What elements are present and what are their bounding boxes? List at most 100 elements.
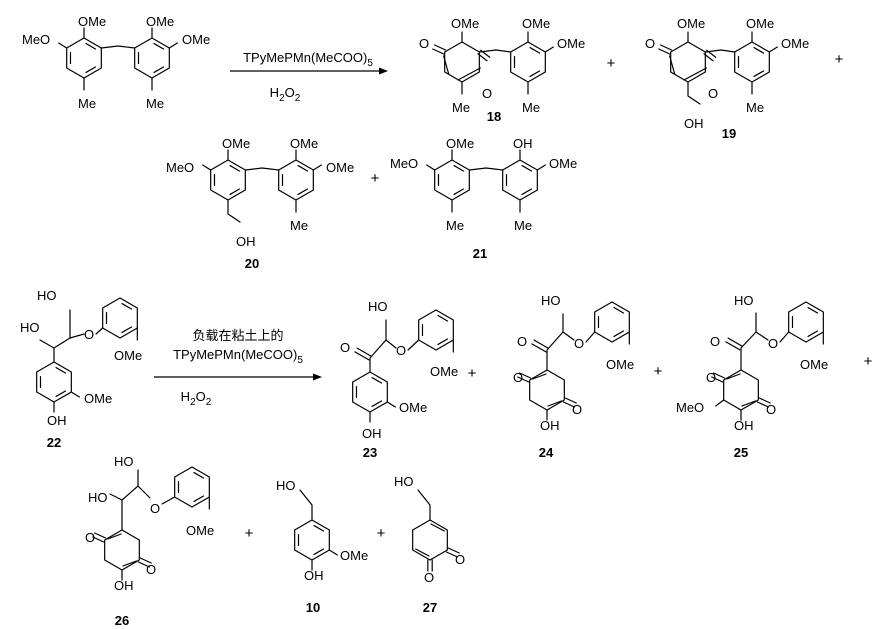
bond [444,41,480,83]
bond [229,164,241,172]
plus-signs: ++++++++ [245,51,873,542]
bond [758,397,771,404]
bond [210,159,246,201]
bond [531,343,547,353]
methyl-label: Me [146,96,164,111]
bond [518,372,532,379]
compound-number: 27 [423,600,437,615]
bond [121,302,133,310]
bond [753,70,765,78]
bond [85,42,97,50]
oxygen-label: O [513,370,523,385]
methoxy-label: OMe [290,136,318,151]
methyl-label: Me [452,100,470,115]
bond [725,341,741,351]
bond [529,369,565,411]
oxygen-label: O [645,36,655,51]
bond [670,41,706,83]
bond [294,519,330,561]
bond [768,46,778,53]
compound-number: 23 [363,445,377,460]
hydroxyl-label: OH [304,568,324,583]
bond [564,397,577,404]
oxygen-label: O [396,343,406,358]
methoxy-label: OMe [146,14,174,29]
oxygen-label: O [85,530,95,545]
methoxy-label: MeO [676,400,704,415]
methoxy-label: OMe [78,14,106,29]
bond [426,164,436,171]
bond [453,164,465,172]
bond [153,42,165,50]
methoxy-label: OMe [399,400,427,415]
oxygen-label: O [517,334,527,349]
bond [533,339,549,349]
bond [278,159,314,201]
bond [109,493,123,501]
bond [532,373,547,380]
methoxy-label: OMe [606,357,634,372]
bond [529,46,541,54]
bond [457,67,481,81]
compound-number: 10 [306,600,320,615]
oxygen-label: O [146,562,156,577]
bond [807,330,819,338]
compound-number: 21 [473,246,487,261]
methoxy-label: MeO [390,156,418,171]
bond [174,466,210,508]
bond [521,164,533,172]
bond [297,164,309,172]
methoxy-label: OMe [84,391,112,406]
bond [58,42,68,49]
bond [371,400,383,408]
bond [453,188,465,196]
bond [371,376,383,384]
bond [354,351,370,361]
hydroxyl-label: HO [368,299,388,314]
oxygen-label: O [574,336,584,351]
bond [562,331,575,341]
bond [104,529,140,571]
bond [430,523,445,532]
oxygen-label: O [84,327,94,342]
bond [412,519,448,561]
plus-sign: + [468,365,477,382]
compound-number: 18 [487,109,501,124]
bond [807,306,819,314]
bond [369,319,387,373]
bond [407,339,420,351]
oxygen-label: O [419,36,429,51]
bond [712,372,726,379]
atom-labels: OMeMeOMeOMeOMeMeOOOMeMeOMeOMeMeOOOMeOHOM… [20,14,828,593]
methoxy-label: OMe [222,136,250,151]
bond [134,37,170,79]
bond [517,376,530,383]
bond [356,347,372,357]
bond [547,400,562,407]
bond [70,391,80,398]
bond [779,331,790,343]
bond [753,46,765,54]
plus-sign: + [654,363,663,380]
methoxy-label: OMe [557,36,585,51]
bond [121,326,133,334]
bond [121,469,139,531]
catalyst-label: TPyMePMn(MeCOO)5 [173,347,303,366]
bond [53,309,71,363]
oxygen-label: O [150,501,160,516]
oxygen-label: O [708,86,718,101]
bond [244,167,280,171]
bond [168,42,178,49]
methoxy-label: OMe [746,16,774,31]
bond [544,46,554,53]
arrow-head [313,373,322,381]
compound-number: 19 [722,126,736,141]
bond [741,400,756,407]
hydroxyl-label: HO [394,474,414,489]
methoxy-label: OMe [326,160,354,175]
bond [788,301,824,343]
bond [510,41,546,83]
bond [36,361,72,403]
catalyst-label: TPyMePMn(MeCOO)5 [243,50,373,69]
